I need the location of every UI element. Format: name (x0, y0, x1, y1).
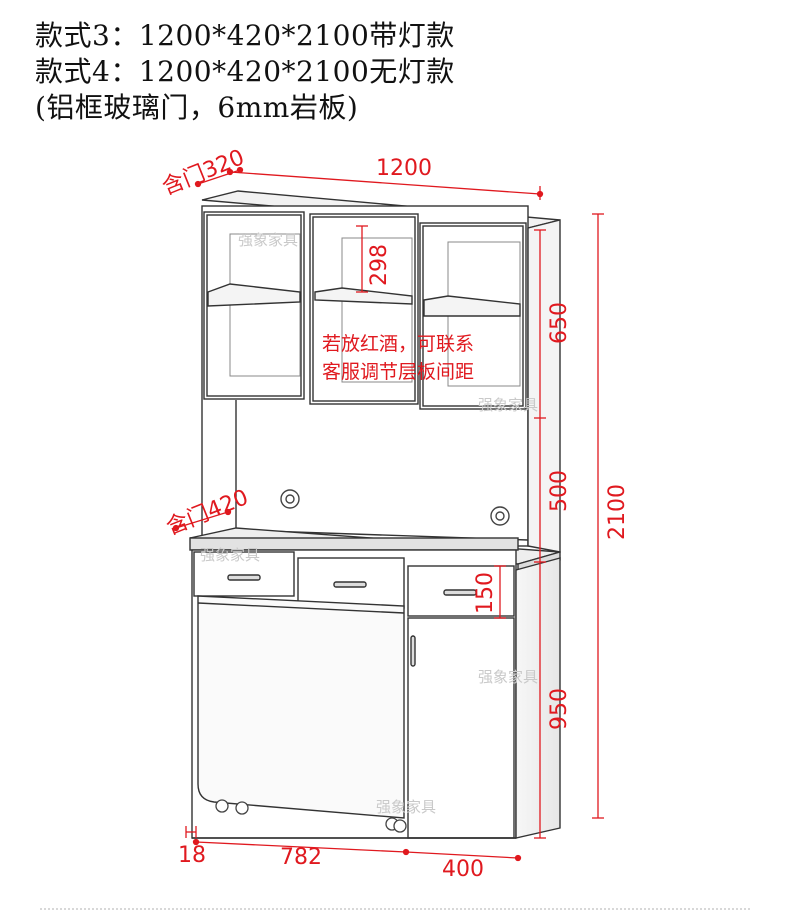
cable-grommet-right (490, 506, 510, 526)
drawer-right (407, 565, 515, 617)
watermark: 强象家具 (376, 798, 436, 816)
drawer-left (193, 551, 295, 597)
shelf-gap-label: 298 (367, 244, 392, 286)
top-depth-dimension-line (197, 169, 241, 185)
drawer-handle-right (443, 589, 477, 596)
width-label: 1200 (376, 156, 432, 181)
lower-cabinet (189, 527, 561, 839)
drawer-height-label: 150 (473, 572, 498, 614)
right-glass-door (419, 222, 527, 410)
watermark: 强象家具 (200, 546, 260, 564)
total-height-label: 2100 (605, 484, 630, 540)
cart-casters (215, 799, 407, 833)
bottom-divider (40, 908, 750, 910)
wine-note-line-2: 客服调节层板间距 (322, 361, 474, 383)
upper-height-label: 650 (547, 302, 572, 344)
cable-grommet-left (280, 489, 300, 509)
left-width-label: 782 (280, 845, 322, 870)
watermark: 强象家具 (238, 231, 298, 249)
side-panel-label: 18 (178, 843, 206, 868)
title-line-2: 款式4：1200*420*2100无灯款 (35, 55, 455, 88)
middle-glass-door (309, 213, 419, 405)
base-height-label: 950 (547, 688, 572, 730)
watermark: 强象家具 (478, 396, 538, 414)
wine-note-line-1: 若放红酒，可联系 (322, 333, 474, 355)
upper-cabinet (201, 190, 561, 553)
title-line-3: (铝框玻璃门，6mm岩板) (35, 91, 359, 124)
middle-height-label: 500 (547, 470, 572, 512)
left-width-dimension-line (195, 841, 407, 853)
door-handle (410, 635, 416, 667)
left-glass-door (203, 211, 305, 400)
drawer-handle-middle (333, 581, 367, 588)
drawer-handle-left (227, 574, 261, 581)
watermark: 强象家具 (478, 668, 538, 686)
width-dimension-line (229, 171, 541, 195)
rolling-cart (197, 595, 405, 819)
lower-depth-dimension-line (175, 511, 229, 529)
right-width-label: 400 (442, 857, 484, 882)
right-width-dimension-line (405, 851, 519, 859)
title-line-1: 款式3：1200*420*2100带灯款 (35, 19, 455, 52)
